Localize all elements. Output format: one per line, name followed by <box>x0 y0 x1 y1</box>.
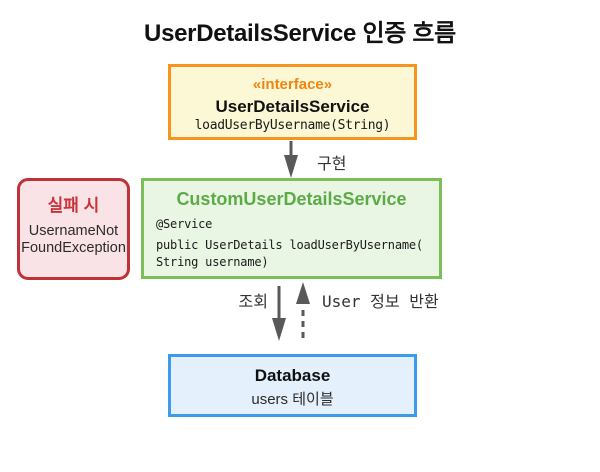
service-annotation: @Service <box>156 217 213 231</box>
query-arrow-label: 조회 <box>238 292 268 311</box>
interface-name: UserDetailsService <box>215 97 370 116</box>
implements-arrow-label: 구현 <box>317 154 347 173</box>
service-signature-line2: String username) <box>156 255 269 269</box>
query-arrow-icon <box>272 286 286 341</box>
return-arrow-icon <box>296 282 310 343</box>
database-subtitle: users 테이블 <box>251 391 334 408</box>
diagram-title: UserDetailsService 인증 흐름 <box>144 20 456 47</box>
failure-exception-line2: FoundException <box>21 240 126 256</box>
failure-title: 실패 시 <box>47 196 100 215</box>
failure-exception-line1: UsernameNot <box>28 223 119 239</box>
implements-arrow-icon <box>284 141 298 178</box>
interface-stereotype: «interface» <box>252 76 333 93</box>
database-node: Database users 테이블 <box>168 354 417 417</box>
service-node: CustomUserDetailsService @Service public… <box>141 178 442 279</box>
return-arrow-label: User 정보 반환 <box>322 292 439 311</box>
service-signature-line1: public UserDetails loadUserByUsername( <box>156 238 423 252</box>
service-name: CustomUserDetailsService <box>176 189 407 209</box>
interface-node: «interface» UserDetailsService loadUserB… <box>168 64 417 140</box>
interface-method: loadUserByUsername(String) <box>194 118 391 133</box>
database-name: Database <box>254 366 331 385</box>
failure-node: 실패 시 UsernameNot FoundException <box>17 178 130 280</box>
